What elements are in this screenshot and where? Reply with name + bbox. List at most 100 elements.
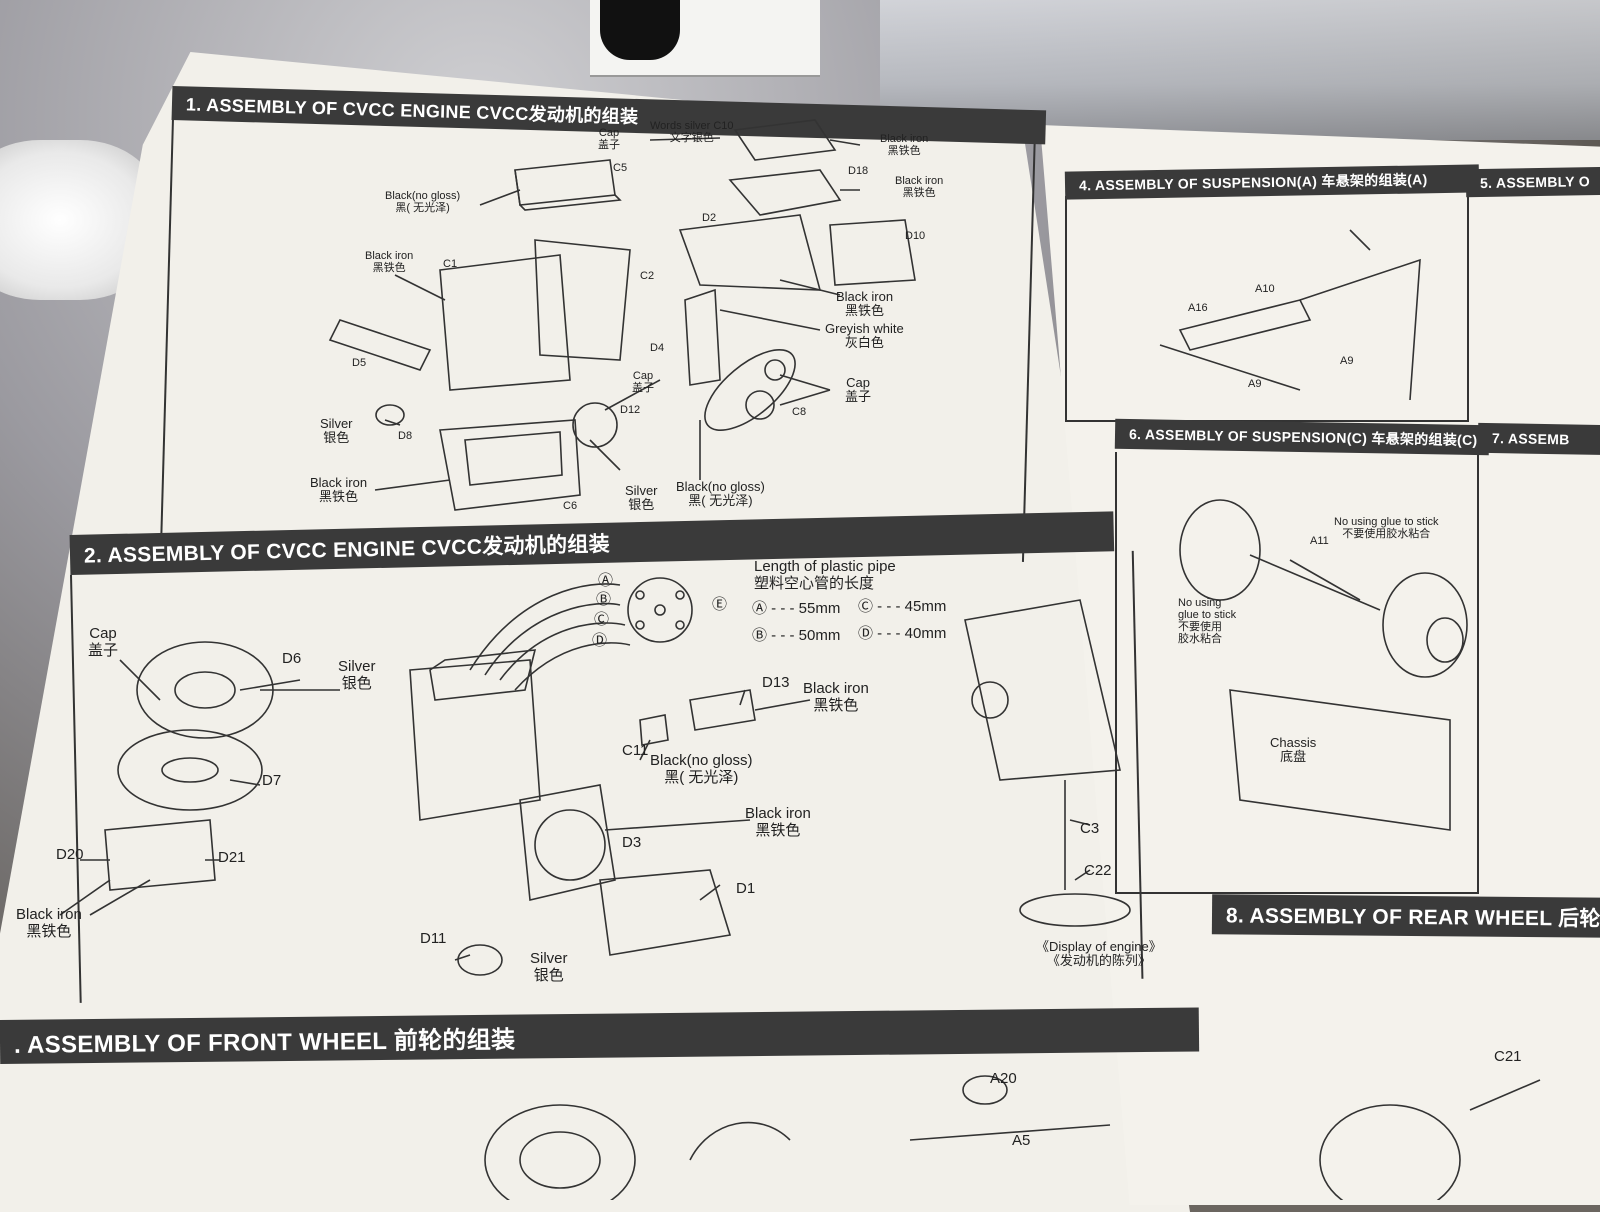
label-d3: D3 [622,834,642,851]
gearbox-part [599,869,732,956]
box-logo-mark [600,0,680,60]
label-c3: C3 [1080,820,1100,837]
label-c22: C22 [1084,862,1112,879]
label-black-no-gloss-bottom: Black(no gloss) 黑( 无光泽) [676,479,765,508]
label-c2: C2 [640,270,655,282]
label-d18: D18 [848,165,869,177]
rear-tire-right-part [1382,572,1468,678]
stand-base-part [1019,893,1131,927]
label-circ-a: Ⓐ [598,572,614,589]
label-d1: D1 [736,880,756,897]
label-a5: A5 [1012,1132,1031,1149]
alternator-part [689,689,756,731]
front-wheel-part [484,1104,636,1200]
label-black-iron-c6: Black iron 黑铁色 [310,475,368,504]
engine-assembly-part [409,659,541,821]
label-d5: D5 [352,357,367,369]
label-black-iron-d13: Black iron 黑铁色 [803,680,869,714]
label-c6: C6 [563,500,578,512]
label-d2: D2 [702,212,717,224]
label-c8: C8 [792,406,807,418]
starter-part [639,714,669,746]
label-silver-d8: Silver 银色 [320,416,353,445]
label-black-iron-d18: Black iron 黑铁色 [895,175,944,199]
section-6-frame [1115,452,1479,894]
side-plate-part [829,219,916,286]
label-c21: C21 [1494,1048,1522,1065]
label-a16: A16 [1188,302,1208,314]
label-pipe-c: Ⓒ - - - 45mm [858,598,947,615]
label-circ-e: Ⓔ [712,596,728,613]
label-pipe-b: Ⓑ - - - 50mm [752,627,841,644]
suspension-arm-part [1178,299,1312,351]
label-circ-c: Ⓒ [594,611,610,628]
chassis-part [1229,689,1451,831]
label-black-iron-d20: Black iron 黑铁色 [16,906,82,940]
distributor-part [572,402,618,448]
label-circ-d: Ⓓ [592,632,608,649]
intake-part [678,214,822,291]
label-d8: D8 [398,430,413,442]
label-d20: D20 [56,846,84,863]
display-engine-part [964,599,1121,781]
clutch-housing-part [519,784,616,901]
air-cleaner-part [117,641,274,811]
label-d4: D4 [650,342,665,354]
label-c5: C5 [613,162,628,174]
label-black-no-gloss-top: Black(no gloss) 黑( 无光泽) [385,190,461,214]
label-silver-d6: Silver 银色 [338,658,376,692]
label-circ-b: Ⓑ [596,591,612,608]
small-cylinder-part [457,944,503,976]
rail-part [328,319,432,371]
belt-guide-part [684,288,721,386]
label-a10: A10 [1255,283,1275,295]
label-d10: D10 [905,230,926,242]
label-silver-bottom: Silver 银色 [625,483,658,512]
spring-part [962,1075,1008,1105]
label-no-glue-top: No using glue to stick 不要使用胶水粘合 [1334,516,1439,540]
label-black-iron-mid: Black iron 黑铁色 [836,289,894,318]
label-display-engine: 《Display of engine》 《发动机的陈列》 [1036,939,1162,968]
manifold-part [728,169,842,216]
label-black-no-gloss-c11: Black(no gloss) 黑( 无光泽) [650,752,753,786]
label-d21: D21 [218,849,246,866]
label-a9-right: A9 [1340,355,1354,367]
top-plate-part [733,119,837,161]
driveshaft-part [909,1124,1111,1141]
label-silver-d11: Silver 银色 [530,950,568,984]
label-d7: D7 [262,772,282,789]
label-cap-c10: Cap 盖子 [598,127,620,151]
label-d11: D11 [420,930,447,947]
label-c1: C1 [443,258,458,270]
label-cap-d6: Cap 盖子 [88,625,119,659]
label-chassis: Chassis 底盘 [1270,735,1317,764]
label-a9-left: A9 [1248,378,1262,390]
cam-cover-part [514,159,622,211]
hub-part [689,1121,791,1161]
label-d12: D12 [620,404,641,416]
label-greyish-white: Greyish white 灰白色 [825,321,904,350]
label-d13: D13 [762,674,790,691]
belt-part [704,348,796,432]
engine-block-part [439,254,571,391]
label-cap-c8: Cap 盖子 [845,375,872,404]
label-pipe-d: Ⓓ - - - 40mm [858,625,947,642]
label-pipe-a: Ⓐ - - - 55mm [752,600,841,617]
label-black-iron-top: Black iron 黑铁色 [880,133,929,157]
gasket-part [534,239,631,361]
label-pipe-title: Length of plastic pipe 塑料空心管的长度 [754,558,896,592]
rear-tire-left-part [1179,499,1261,601]
label-words-silver: Words silver C10 文字银色 [650,120,734,144]
label-c11: C11 [622,742,649,759]
rear-wheel-part [1319,1104,1461,1200]
carb-bracket-part [104,819,216,891]
label-black-iron-d3: Black iron 黑铁色 [745,805,811,839]
label-a20: A20 [990,1070,1017,1087]
label-cap-d12: Cap 盖子 [632,370,654,394]
pulley-part [375,404,405,426]
label-black-iron-c1: Black iron 黑铁色 [365,250,414,274]
label-d6: D6 [282,650,302,667]
distributor-cap-part [627,577,693,643]
